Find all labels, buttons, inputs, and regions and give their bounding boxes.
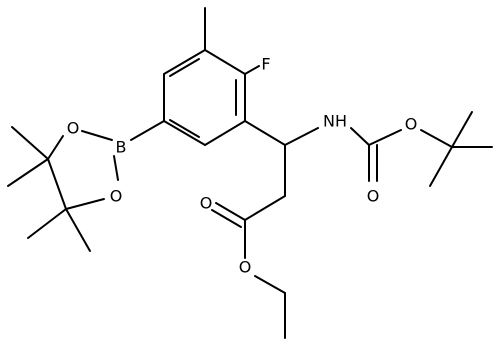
tert-butyl-methyl-bond — [451, 111, 473, 148]
carbamate-ester-oxygen-label: O — [405, 115, 418, 134]
pinacol-cc-bond — [47, 158, 67, 210]
ch-to-nh-bond — [284, 127, 319, 146]
ester-co-double-bond — [215, 202, 246, 221]
boc-group: O O — [350, 111, 493, 206]
ethyl-ester: O O — [200, 144, 286, 339]
pinacol-methyl-bond — [65, 208, 91, 252]
pinacol-boronate: O O — [7, 119, 123, 252]
nh-carbonyl-bond — [350, 127, 370, 146]
benzene-ring — [163, 49, 246, 146]
oxygen-carbon-bond — [47, 135, 64, 160]
fluorine-label: F — [261, 55, 270, 74]
ring-inner-double-bond — [169, 119, 200, 138]
ring-to-ch-bond — [244, 120, 286, 146]
boron-oxygen-bond — [81, 130, 113, 141]
oxygen-ethyl-bond — [254, 275, 286, 294]
amine-label: NH — [323, 112, 347, 131]
carbonyl-ester-oxygen-bond — [368, 129, 402, 146]
ring-bond — [163, 120, 206, 146]
boronate-oxygen-upper-label: O — [67, 119, 80, 138]
ester-carbonyl-oxygen-label: O — [200, 194, 213, 213]
pinacol-methyl-bond — [7, 158, 49, 187]
oxygen-carbon-bond — [65, 198, 105, 210]
boronate-oxygen-lower-label: O — [110, 187, 123, 206]
ester-co-double-bond — [211, 209, 242, 228]
ester-ether-oxygen-label: O — [239, 258, 252, 277]
ring-inner-double-bond — [169, 58, 200, 77]
tert-butyl-methyl-bond — [429, 146, 453, 187]
ring-bond — [204, 49, 246, 75]
ring-bond — [163, 49, 206, 75]
oxygen-tert-butyl-bond — [420, 129, 453, 148]
boron-label: B — [116, 138, 127, 157]
aryl-boron-bond — [130, 120, 165, 141]
ring-bond — [204, 120, 246, 146]
carbamate-carbonyl-oxygen-label: O — [367, 187, 380, 206]
pinacol-methyl-bond — [11, 126, 49, 160]
ch2-to-carbonyl-bond — [244, 195, 286, 221]
pinacol-methyl-bond — [27, 208, 67, 239]
fluorine-bond — [244, 65, 260, 75]
boron-oxygen-bond — [113, 155, 119, 181]
